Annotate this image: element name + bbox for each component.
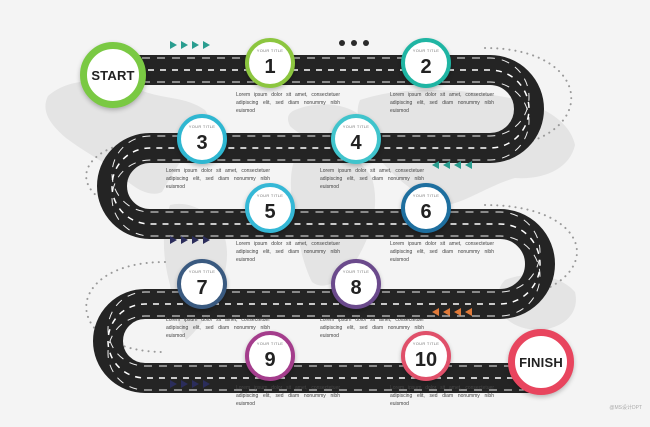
finish-badge: FINISH (508, 329, 574, 395)
arrow-left-icon (443, 308, 450, 316)
arrow-right-icon (181, 236, 188, 244)
arrow-right-icon (203, 380, 210, 388)
arrow-right-icon (203, 236, 210, 244)
milestone-5: YOUR TITLE 5 (245, 183, 295, 233)
milestone-10: YOUR TITLE 10 (401, 331, 451, 381)
milestone-number: 4 (350, 132, 362, 154)
milestone-number: 7 (196, 277, 208, 299)
milestone-caption: YOUR TITLE (412, 193, 440, 198)
credit-watermark: @MS设计DPT (609, 405, 642, 411)
milestone-10-description: Lorem ipsum dolor sit amet, consectetuer… (390, 385, 494, 407)
milestone-caption: YOUR TITLE (256, 48, 284, 53)
milestone-9-description: Lorem ipsum dolor sit amet, consectetuer… (236, 385, 340, 407)
milestone-number: 9 (264, 349, 276, 371)
arrow-right-icon (170, 41, 177, 49)
arrow-right-icon (181, 380, 188, 388)
milestone-7-description: Lorem ipsum dolor sit amet, consectetuer… (166, 317, 270, 339)
milestone-1: YOUR TITLE 1 (245, 38, 295, 88)
milestone-number: 3 (196, 132, 208, 154)
milestone-caption: YOUR TITLE (256, 193, 284, 198)
arrow-right-icon (192, 380, 199, 388)
milestone-caption: YOUR TITLE (412, 48, 440, 53)
milestone-number: 1 (264, 56, 276, 78)
arrow-left-icon (454, 161, 461, 169)
milestone-3-description: Lorem ipsum dolor sit amet, consectetuer… (166, 168, 270, 190)
road (93, 55, 555, 393)
milestone-caption: YOUR TITLE (188, 269, 216, 274)
milestone-caption: YOUR TITLE (412, 341, 440, 346)
milestone-2-description: Lorem ipsum dolor sit amet, consectetuer… (390, 92, 494, 114)
arrow-left-icon (432, 161, 439, 169)
milestone-number: 2 (420, 56, 432, 78)
milestone-8: YOUR TITLE 8 (331, 259, 381, 309)
arrow-right-icon (170, 380, 177, 388)
milestone-number: 10 (414, 349, 438, 371)
arrow-right-icon (192, 41, 199, 49)
arrow-right-icon (203, 41, 210, 49)
milestone-7: YOUR TITLE 7 (177, 259, 227, 309)
milestone-caption: YOUR TITLE (342, 124, 370, 129)
arrow-left-icon (454, 308, 461, 316)
start-badge: START (80, 42, 146, 108)
milestone-caption: YOUR TITLE (342, 269, 370, 274)
milestone-8-description: Lorem ipsum dolor sit amet, consectetuer… (320, 317, 424, 339)
arrow-left-icon (465, 161, 472, 169)
milestone-9: YOUR TITLE 9 (245, 331, 295, 381)
arrow-left-icon (465, 308, 472, 316)
milestone-number: 8 (350, 277, 362, 299)
arrow-right-icon (181, 41, 188, 49)
milestone-number: 5 (264, 201, 276, 223)
milestone-4: YOUR TITLE 4 (331, 114, 381, 164)
milestone-1-description: Lorem ipsum dolor sit amet, consectetuer… (236, 92, 340, 114)
arrow-left-icon (443, 161, 450, 169)
milestone-6-description: Lorem ipsum dolor sit amet, consectetuer… (390, 241, 494, 263)
milestone-4-description: Lorem ipsum dolor sit amet, consectetuer… (320, 168, 424, 190)
arrow-left-icon (432, 308, 439, 316)
milestone-number: 6 (420, 201, 432, 223)
finish-label: FINISH (519, 354, 563, 370)
milestone-caption: YOUR TITLE (256, 341, 284, 346)
milestone-caption: YOUR TITLE (188, 124, 216, 129)
milestone-3: YOUR TITLE 3 (177, 114, 227, 164)
arrow-right-icon (192, 236, 199, 244)
milestone-2: YOUR TITLE 2 (401, 38, 451, 88)
arrow-right-icon (170, 236, 177, 244)
arrow-markers (170, 41, 472, 388)
milestone-5-description: Lorem ipsum dolor sit amet, consectetuer… (236, 241, 340, 263)
dots-marker (339, 40, 369, 46)
milestone-6: YOUR TITLE 6 (401, 183, 451, 233)
start-label: START (91, 67, 135, 83)
